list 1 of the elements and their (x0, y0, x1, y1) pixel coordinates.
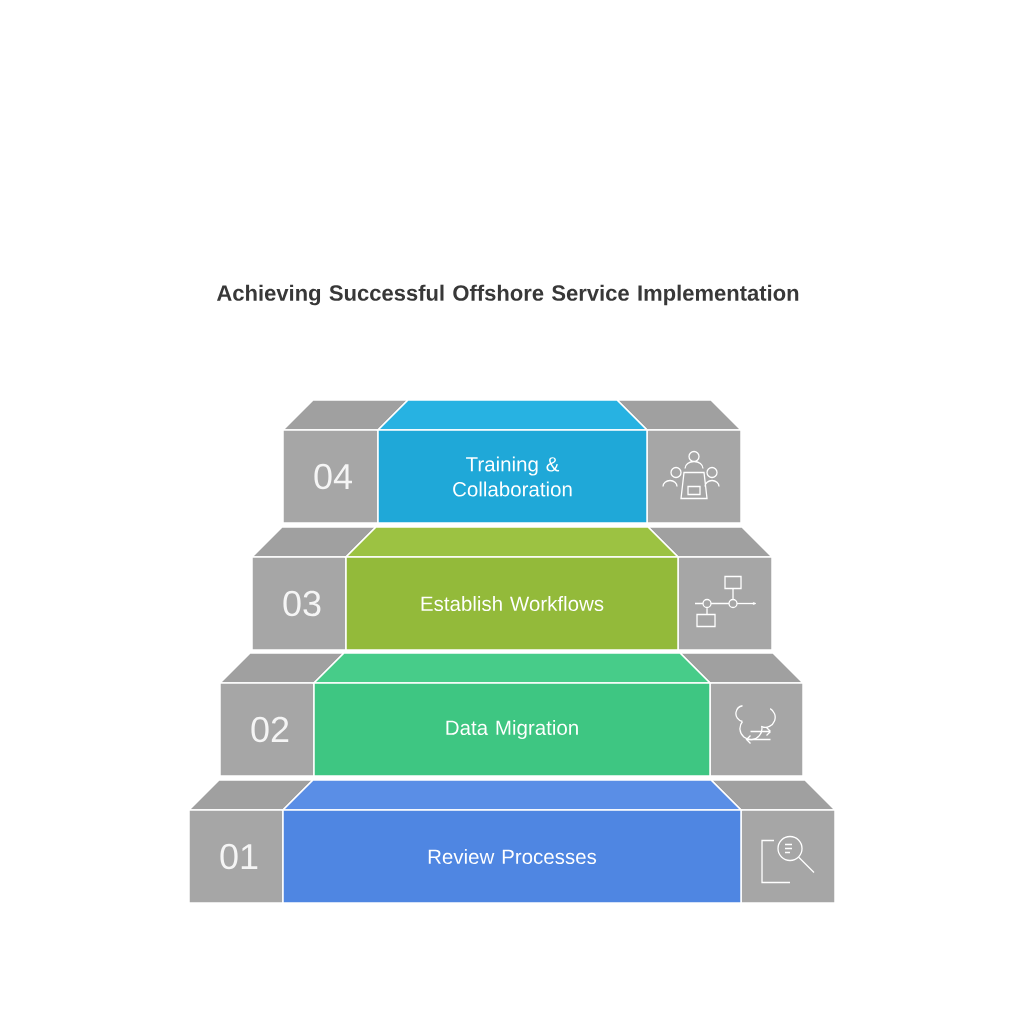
title: Achieving Successful Offshore Service Implementation (216, 284, 799, 306)
